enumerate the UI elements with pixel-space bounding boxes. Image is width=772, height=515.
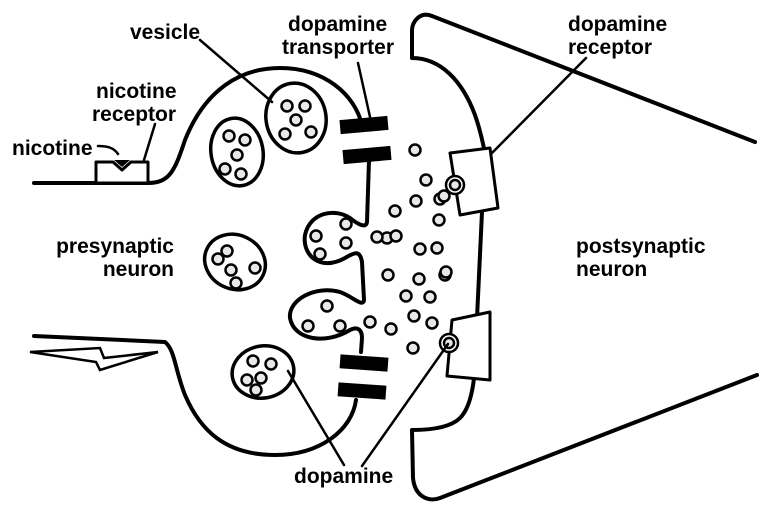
label-nicotine: nicotine: [12, 137, 93, 160]
label-dopamine-receptor-line2: receptor: [568, 36, 652, 59]
label-dopamine: dopamine: [294, 465, 393, 488]
nicotine-receptor-leader-line: [142, 122, 157, 162]
dopamine-molecule: [412, 272, 426, 286]
presynaptic-membrane-middle: [287, 158, 371, 354]
dopamine-molecule: [313, 247, 327, 261]
lightning-bolt-icon: [29, 346, 159, 372]
label-nicotine-receptor-line2: receptor: [92, 103, 176, 126]
vesicle-leader-line: [198, 38, 274, 104]
dopamine-molecule: [432, 213, 446, 227]
label-presynaptic-line2: neuron: [103, 258, 174, 281]
label-vesicle: vesicle: [130, 21, 200, 44]
dopamine-molecule: [264, 357, 278, 371]
bound-dopamine-molecule: [448, 178, 462, 192]
dopamine-molecule: [425, 316, 439, 330]
dopamine-molecule: [339, 236, 353, 250]
dopamine-molecule: [384, 322, 398, 336]
dopamine-molecule: [222, 129, 236, 143]
dopamine-leader-line-left: [286, 369, 346, 467]
synaptic-cleft-dopamine: [363, 143, 466, 355]
dopamine-molecule: [320, 299, 334, 313]
vesicle: [202, 232, 268, 292]
dopamine-molecule: [381, 268, 395, 282]
nicotine-molecule-icon: [114, 160, 130, 167]
dopamine-molecule: [419, 173, 433, 187]
dopamine-transporter-lower-b: [337, 382, 387, 400]
dopamine-molecule: [280, 99, 294, 113]
presynaptic-membrane-lower: [32, 334, 358, 457]
dopamine-molecule: [363, 315, 377, 329]
dopamine-molecule: [333, 319, 347, 333]
dopamine-molecule: [254, 371, 268, 385]
vesicle: [230, 344, 296, 400]
dopamine-transporter-upper-b: [342, 145, 392, 165]
dopamine-molecule: [211, 252, 225, 266]
dopamine-molecule: [408, 143, 422, 157]
vesicle: [264, 81, 328, 155]
dopamine-molecule: [289, 113, 303, 127]
label-postsynaptic: postsynaptic: [576, 235, 706, 258]
dopamine-molecule: [301, 319, 315, 333]
dopamine-molecule: [238, 133, 252, 147]
dopamine-molecule: [240, 373, 254, 387]
dopamine-receptor-leader-line: [490, 56, 588, 155]
dopamine-molecule: [370, 230, 384, 244]
label-dopamine-transporter: dopamine: [288, 13, 387, 36]
dopamine-molecule: [229, 276, 243, 290]
nicotine-leader-line: [96, 144, 120, 156]
nicotine-receptor: [94, 160, 150, 185]
dopamine-molecule: [399, 289, 413, 303]
dopamine-molecule: [218, 162, 232, 176]
vesicle: [208, 116, 266, 188]
dopamine-molecule: [406, 341, 420, 355]
dopamine-molecule: [248, 261, 262, 275]
dopamine-leader-line-right: [360, 342, 450, 468]
dopamine-molecule: [423, 290, 437, 304]
vesicles: [202, 81, 353, 400]
dopamine-molecule: [309, 229, 323, 243]
dopamine-molecule: [439, 265, 453, 279]
label-dopamine-receptor: dopamine: [568, 13, 667, 36]
dopamine-molecule: [304, 125, 318, 139]
dopamine-molecule: [407, 309, 421, 323]
dopamine-molecule: [389, 229, 403, 243]
dopamine-transporter-leader-line: [356, 61, 372, 119]
label-postsynaptic-line2: neuron: [576, 258, 647, 281]
dopamine-molecule: [249, 383, 263, 397]
dopamine-molecule: [339, 217, 353, 231]
label-presynaptic: presynaptic: [56, 235, 174, 258]
dopamine-receptor-lower: [445, 310, 492, 382]
dopamine-molecule: [278, 127, 292, 141]
dopamine-molecule: [224, 263, 238, 277]
dopamine-molecule: [220, 244, 234, 258]
dopamine-transporter-lower-a: [339, 354, 389, 372]
postsynaptic-membrane: [410, 12, 759, 502]
dopamine-molecule: [430, 241, 444, 255]
dopamine-molecule: [246, 354, 260, 368]
dopamine-molecule: [409, 194, 423, 208]
presynaptic-membrane-upper: [32, 66, 364, 185]
dopamine-molecule: [298, 99, 312, 113]
dopamine-transporter-upper-a: [339, 115, 389, 135]
dopamine-molecule: [230, 148, 244, 162]
dopamine-molecule: [413, 242, 427, 256]
dopamine-molecule: [234, 167, 248, 181]
dopamine-molecule: [437, 189, 451, 203]
dopamine-molecule: [388, 204, 402, 218]
vesicle-membrane: [202, 232, 268, 292]
label-dopamine-transporter-line2: transporter: [282, 36, 394, 59]
label-nicotine-receptor: nicotine: [96, 80, 177, 103]
